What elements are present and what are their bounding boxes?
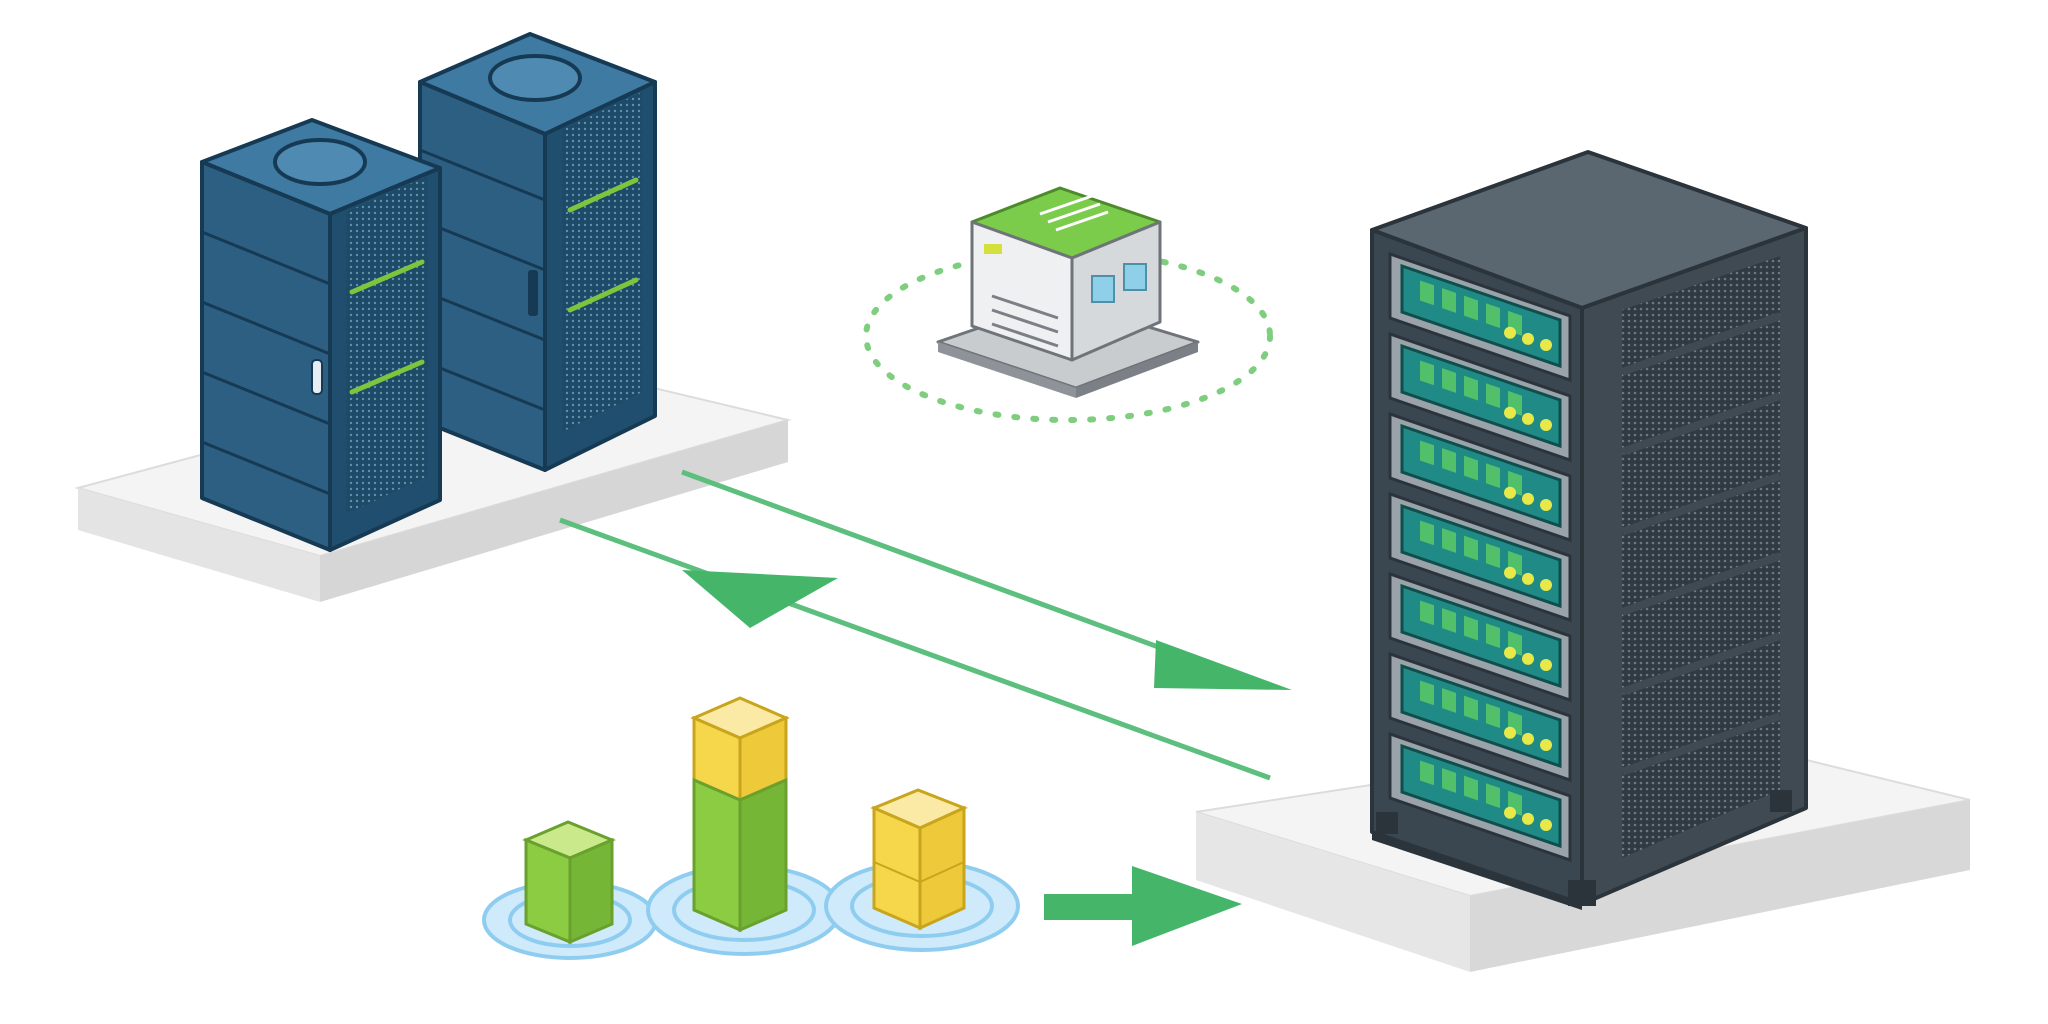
rack-unit bbox=[1388, 491, 1572, 623]
status-led bbox=[1540, 578, 1552, 591]
status-led bbox=[1504, 486, 1516, 499]
status-led bbox=[1522, 412, 1534, 425]
status-led bbox=[1522, 572, 1534, 585]
rack-unit bbox=[1388, 731, 1572, 863]
server-tower-pair-icon bbox=[200, 32, 657, 552]
status-led bbox=[1504, 566, 1516, 579]
sync-arrows bbox=[559, 469, 1292, 781]
status-led bbox=[1522, 732, 1534, 745]
status-led bbox=[1504, 806, 1516, 819]
stacked-data-blocks-icon bbox=[482, 696, 1020, 960]
status-led bbox=[1540, 738, 1552, 751]
rack-units bbox=[1388, 251, 1572, 863]
arrow-to-rack bbox=[681, 469, 1292, 690]
arrow-blocks-to-rack bbox=[1044, 866, 1242, 946]
status-led bbox=[1522, 812, 1534, 825]
status-led bbox=[1522, 652, 1534, 665]
status-led bbox=[1540, 338, 1552, 351]
server-tower-front bbox=[200, 118, 442, 552]
server-rack-icon bbox=[1370, 150, 1808, 910]
rack-unit bbox=[1388, 651, 1572, 783]
status-led bbox=[1504, 726, 1516, 739]
rack-unit bbox=[1388, 331, 1572, 463]
block-tall-green-yellow bbox=[690, 696, 790, 933]
status-led bbox=[1522, 492, 1534, 505]
arrow-to-cluster bbox=[559, 517, 1271, 781]
block-small-green bbox=[522, 820, 616, 945]
server-tower-back bbox=[418, 32, 657, 472]
rack-unit bbox=[1388, 571, 1572, 703]
status-led bbox=[1504, 406, 1516, 419]
status-led bbox=[1540, 418, 1552, 431]
rack-unit bbox=[1388, 411, 1572, 543]
rack-unit bbox=[1388, 251, 1572, 383]
status-led bbox=[1522, 332, 1534, 345]
status-led bbox=[1540, 498, 1552, 511]
status-led bbox=[1504, 326, 1516, 339]
status-led bbox=[1540, 818, 1552, 831]
network-appliance-icon bbox=[863, 186, 1273, 423]
block-yellow bbox=[870, 788, 968, 931]
status-led bbox=[1540, 658, 1552, 671]
status-led bbox=[1504, 646, 1516, 659]
